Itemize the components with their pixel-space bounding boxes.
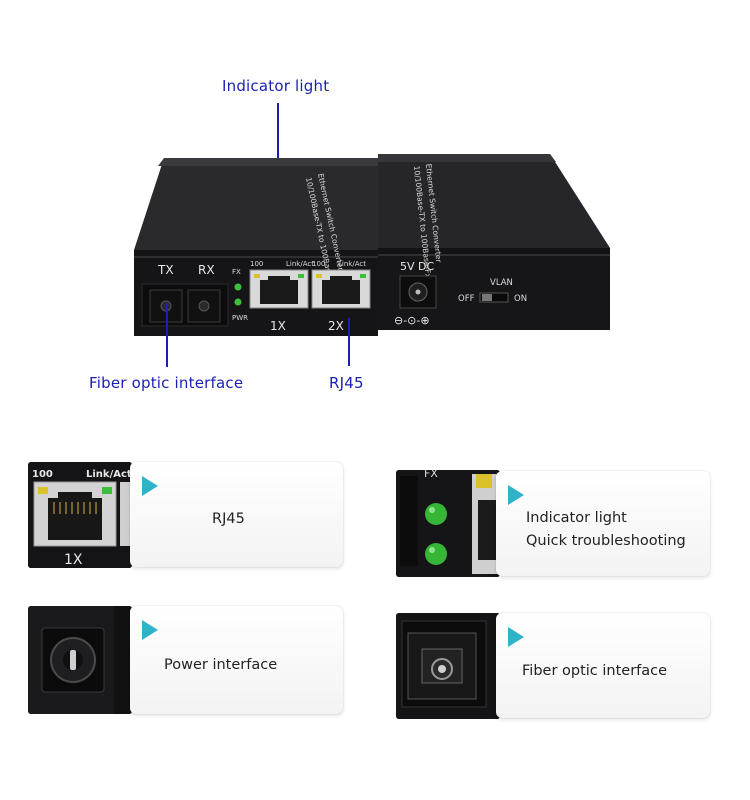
green-led-1 bbox=[425, 503, 447, 525]
rj45-thumb-link: Link/Act bbox=[86, 469, 132, 480]
rj45-annotation: RJ45 bbox=[329, 374, 364, 392]
pwr-led bbox=[234, 298, 242, 306]
play-arrow-icon bbox=[142, 620, 158, 640]
play-arrow-icon bbox=[508, 627, 524, 647]
indicator-card: Indicator light Quick troubleshooting bbox=[496, 471, 710, 576]
rj45-thumb-port: 1X bbox=[64, 552, 83, 568]
rj45-thumbnail: 100 Link/Act 1X bbox=[28, 462, 132, 568]
green-led-2 bbox=[425, 543, 447, 565]
rj45-thumb-speed: 100 bbox=[32, 469, 53, 480]
port1-label: 1X bbox=[270, 319, 286, 333]
indicator-card-line1: Indicator light bbox=[526, 510, 627, 526]
indicator-card-line2: Quick troubleshooting bbox=[526, 533, 686, 549]
power-label: 5V DC bbox=[400, 260, 434, 273]
fx-led bbox=[234, 283, 242, 291]
fiber-card-text: Fiber optic interface bbox=[522, 663, 668, 679]
port2-speed: 100 bbox=[312, 260, 325, 268]
play-arrow-icon bbox=[508, 485, 524, 505]
port2-link: Link/Act bbox=[338, 260, 366, 268]
fiber-thumbnail bbox=[396, 613, 500, 719]
indicator-thumbnail: FX bbox=[396, 470, 500, 577]
play-arrow-icon bbox=[142, 476, 158, 496]
fiber-leader bbox=[166, 303, 168, 367]
power-card-text: Power interface bbox=[164, 657, 278, 673]
vlan-off-label: OFF bbox=[458, 294, 475, 304]
rj45-card: RJ45 bbox=[130, 462, 343, 567]
port1-link: Link/Act bbox=[286, 260, 314, 268]
fiber-card: Fiber optic interface bbox=[496, 613, 710, 718]
fx-label: FX bbox=[232, 268, 241, 276]
pwr-label: PWR bbox=[232, 314, 248, 322]
port1-speed: 100 bbox=[250, 260, 263, 268]
converter-back-device: Ethernet Switch Converter 10/100Base-TX … bbox=[372, 152, 622, 338]
vlan-switch bbox=[479, 292, 509, 303]
indicator-light-annotation: Indicator light bbox=[222, 77, 330, 95]
rj45-card-text: RJ45 bbox=[212, 511, 245, 527]
power-card: Power interface bbox=[130, 606, 343, 714]
indicator-thumb-label: FX bbox=[424, 470, 438, 480]
port2-label: 2X bbox=[328, 319, 344, 333]
vlan-label: VLAN bbox=[490, 278, 513, 288]
converter-front-device: Ethernet Switch Converter 10/100Base-TX … bbox=[128, 150, 388, 340]
vlan-on-label: ON bbox=[514, 294, 527, 304]
polarity-symbol: ⊖-⊙-⊕ bbox=[394, 314, 430, 327]
fiber-optic-annotation: Fiber optic interface bbox=[89, 374, 244, 392]
tx-label: TX bbox=[157, 263, 174, 277]
rx-label: RX bbox=[198, 263, 215, 277]
rj45-leader bbox=[348, 318, 350, 366]
power-thumbnail bbox=[28, 606, 132, 714]
